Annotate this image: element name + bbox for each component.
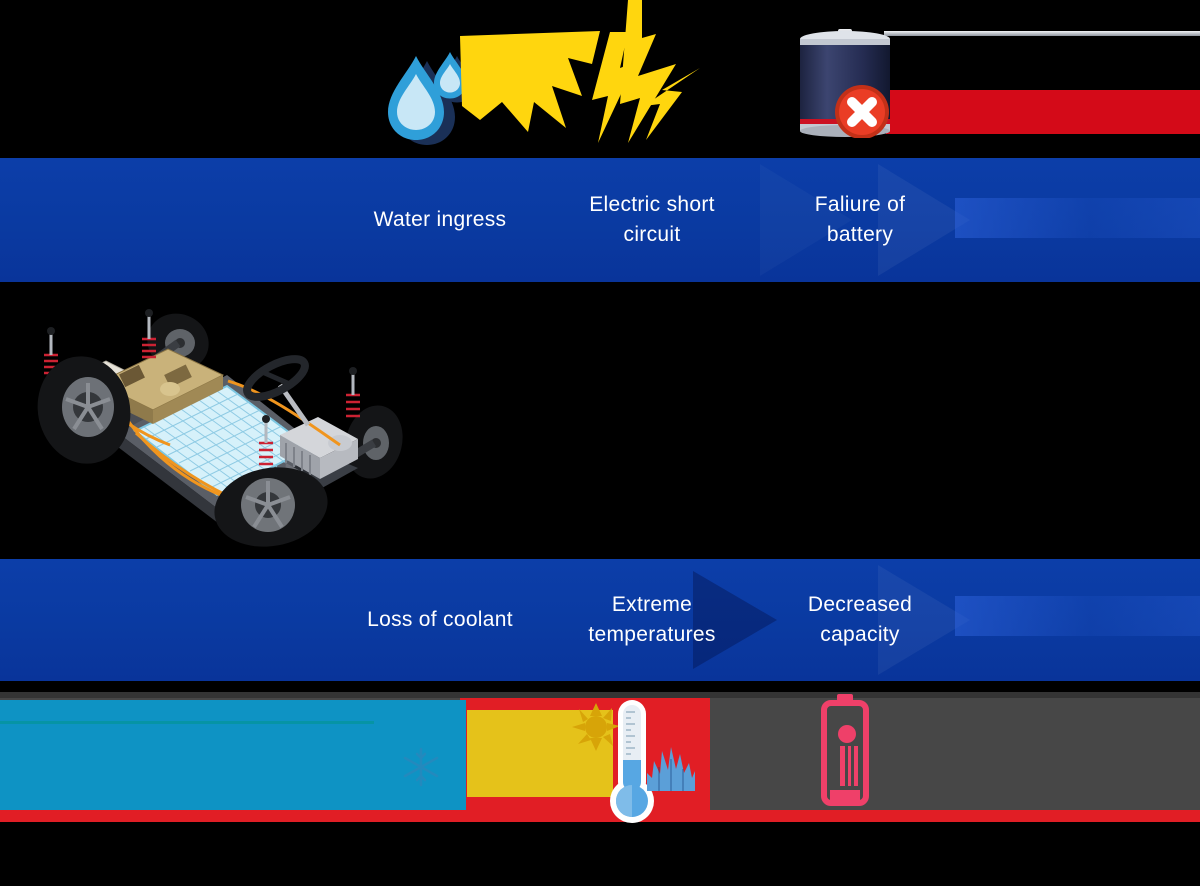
silver-smear-line	[884, 31, 1200, 36]
band-smear	[955, 198, 1200, 238]
suspension-springs	[44, 309, 360, 473]
ice-crystals-icon	[647, 747, 695, 791]
failed-battery-icon	[800, 29, 890, 138]
bottom-red-stripe	[0, 810, 1200, 822]
steering-wheel	[243, 355, 311, 427]
flow-step-label: Decreased capacity	[807, 593, 913, 646]
flow-step-label: Electric short circuit	[589, 193, 715, 246]
wheel-rear-right	[345, 405, 403, 479]
flow-step-label: Loss of coolant	[367, 608, 513, 631]
sun-icon	[572, 703, 628, 751]
flow-band-thermal-failure: Loss of coolant Extreme temperatures Dec…	[0, 559, 1200, 681]
coolant-block-icon	[0, 700, 466, 810]
electric-spark-icon	[460, 0, 700, 143]
red-smear-band	[886, 90, 1200, 134]
flow-step-label: Extreme temperatures	[588, 593, 716, 646]
flow-step-label: Water ingress	[373, 208, 507, 231]
flow-step-label: Faliure of battery	[814, 193, 906, 246]
snowflake-watermark-icon	[403, 747, 439, 787]
low-capacity-battery-icon	[821, 694, 869, 806]
coolant-level-line	[0, 721, 374, 724]
bottom-dark-stripe	[0, 692, 1200, 698]
ev-skateboard-chassis	[37, 309, 403, 547]
water-drops-icon	[388, 52, 473, 145]
flow-band-water-failure: Water ingress Electric short circuit Fal…	[0, 158, 1200, 282]
band-smear	[955, 596, 1200, 636]
thermometer-icon	[610, 700, 654, 823]
wheel-front-left	[37, 356, 131, 464]
wheel-rear-left	[214, 467, 328, 547]
